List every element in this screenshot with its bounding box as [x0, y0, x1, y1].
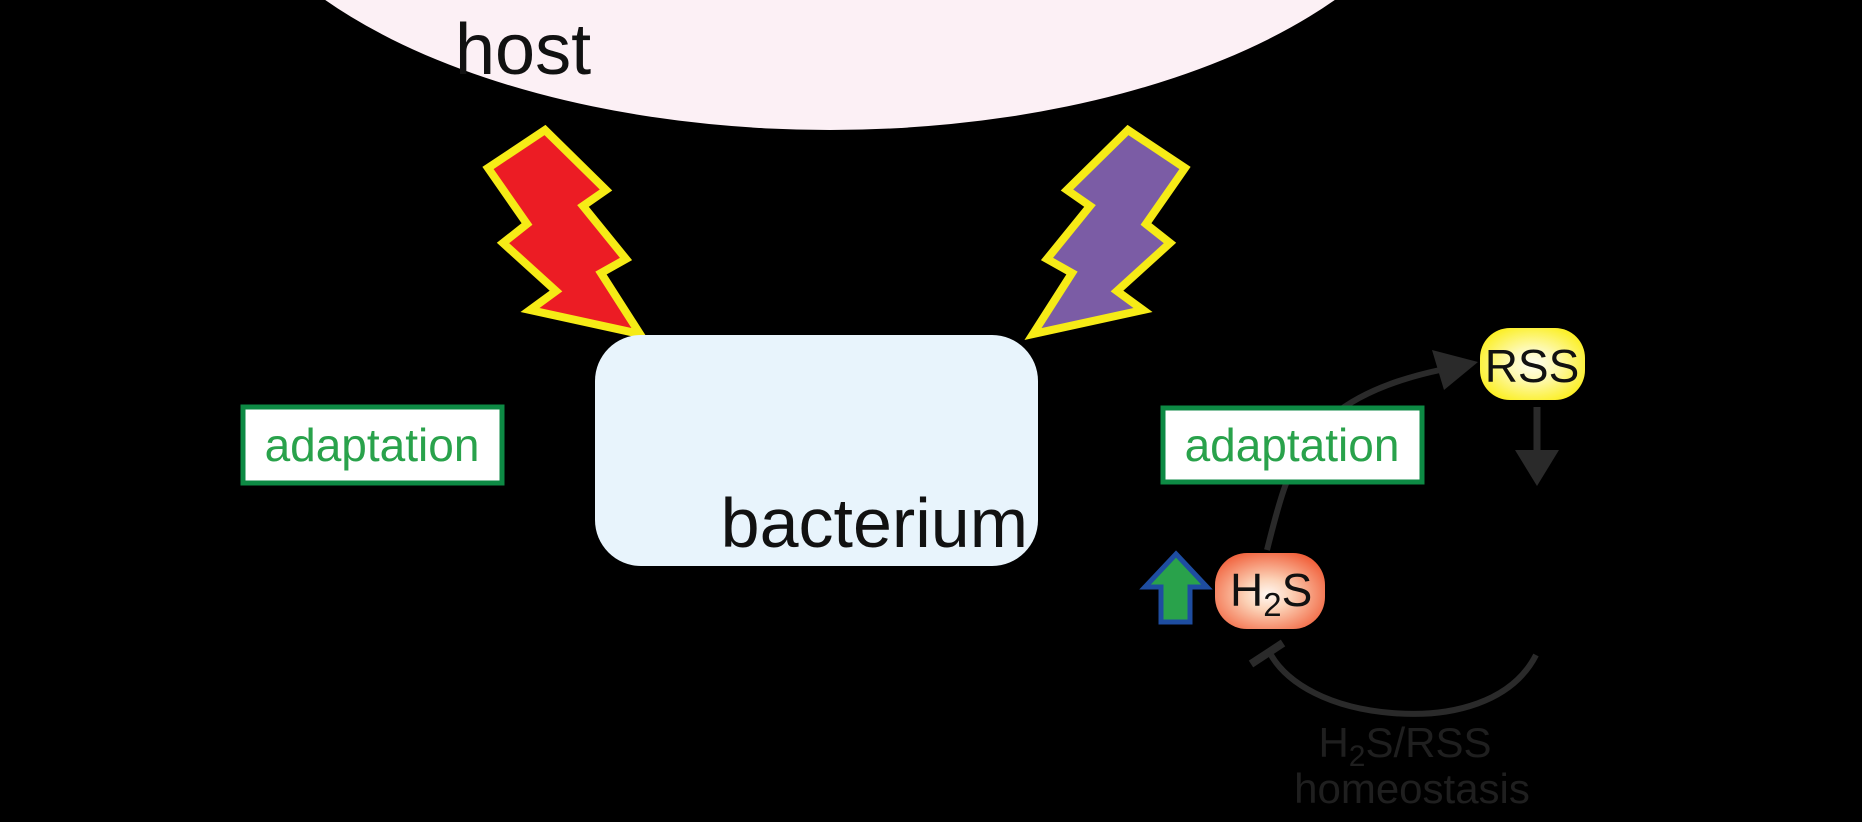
purple-lightning-bolt-icon — [1024, 124, 1191, 340]
rss-badge-label: RSS — [1485, 340, 1580, 392]
h2s-badge-label: H2S — [1230, 564, 1312, 623]
bacterium-box — [595, 335, 1038, 566]
red-lightning-bolt-icon — [482, 124, 649, 340]
h2s-badge — [1215, 553, 1325, 629]
h2s-to-rss-arrowhead-icon — [1432, 350, 1478, 390]
rss-down-arrowhead-icon — [1515, 450, 1559, 486]
cycle-caption-line2: homeostasis — [1294, 765, 1530, 812]
adaptation-right-label: adaptation — [1185, 419, 1400, 471]
adaptation-left-label: adaptation — [265, 419, 480, 471]
adaptation-left-box — [240, 404, 505, 486]
inhibition-tbar-icon — [1248, 639, 1286, 668]
rss-badge — [1480, 328, 1585, 400]
host-shape — [325, 0, 1335, 130]
host-label: host — [455, 10, 591, 90]
adaptation-right-box — [1160, 405, 1425, 485]
caption-sub2: 2 — [1349, 740, 1366, 773]
cycle-caption-line1: H2S/RSS — [1318, 719, 1491, 773]
caption-srss: S/RSS — [1365, 719, 1491, 766]
h2s-label-s: S — [1282, 564, 1313, 616]
h2s-label-sub2: 2 — [1263, 586, 1281, 623]
h2s-label-h: H — [1230, 564, 1263, 616]
bacterium-label: bacterium — [721, 484, 1028, 562]
h2s-increase-up-arrow-icon — [1139, 550, 1213, 625]
caption-h: H — [1318, 719, 1348, 766]
inhibition-arc — [1268, 653, 1539, 717]
